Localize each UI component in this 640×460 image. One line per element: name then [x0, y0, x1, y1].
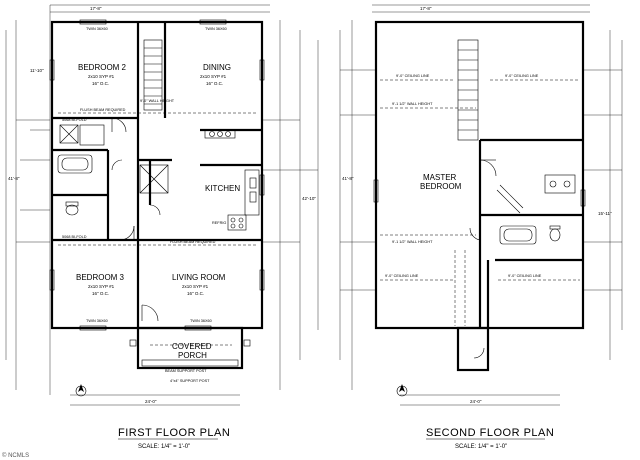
bedroom-3-spacing: 16" O.C.: [92, 291, 109, 296]
dimension-left: 41'-8": [8, 176, 20, 181]
window-note-4: TWIN 36X60: [190, 319, 212, 323]
dimension-right: 42'-10": [302, 196, 316, 201]
flush-beam-note-mid: FLUSH BEAM REQUIRED: [170, 240, 216, 244]
dining-spacing: 16" O.C.: [206, 81, 223, 86]
ceiling-line-note-1: 9'-0" CEILING LINE: [396, 74, 430, 78]
bedroom-2-label: BEDROOM 2: [78, 63, 127, 72]
second-dimension-bottom: 24'-0": [470, 399, 482, 404]
second-floor-windows: [373, 179, 586, 207]
master-bedroom-label-2: BEDROOM: [420, 182, 462, 191]
beam-support-note: BEAM SUPPORT POST: [165, 369, 207, 373]
first-floor-dimension-lines: [5, 4, 319, 406]
north-arrow-icon: [396, 384, 408, 397]
master-bath-fixtures: [496, 174, 576, 245]
flush-beam-note-top: FLUSH BEAM REQUIRED: [80, 108, 126, 112]
bifold-note-2: 5068 BI-FOLD: [62, 235, 87, 239]
wall-height-note-1: 9'-1 1/2" WALL HEIGHT: [392, 102, 433, 106]
covered-porch-label-1: COVERED: [172, 342, 212, 351]
first-floor-plan: BEDROOM 2 2x10 SYP #1 16" O.C. DINING 2x…: [5, 4, 319, 450]
living-room-spacing: 16" O.C.: [187, 291, 204, 296]
second-floor-dimension-lines: [339, 4, 623, 406]
second-floor-stairs: [457, 39, 479, 141]
porch-outline: [136, 326, 244, 370]
second-dimension-right: 15'-11": [598, 211, 612, 216]
kitchen-label: KITCHEN: [205, 184, 240, 193]
bedroom-2-joist: 2x10 SYP #1: [88, 74, 115, 79]
dimension-bedroom2: 11'-10": [30, 68, 44, 73]
dining-label: DINING: [203, 63, 231, 72]
second-floor-doors: [469, 159, 497, 359]
kitchen-cabinets: [139, 129, 260, 231]
refrigerator-note: REFRIG: [212, 221, 226, 225]
north-arrow-icon: [75, 384, 87, 397]
ceiling-line-note-2: 9'-0" CEILING LINE: [505, 74, 539, 78]
second-floor-interior-walls: [478, 138, 583, 328]
first-floor-windows: [49, 19, 265, 331]
living-room-joist: 2x10 SYP #1: [182, 284, 209, 289]
ceiling-line-note-3: 9'-0" CEILING LINE: [385, 274, 419, 278]
second-floor-plan: MASTER BEDROOM 9'-0" CEILING LINE 9'-0" …: [339, 4, 623, 450]
bedroom-3-label: BEDROOM 3: [76, 273, 125, 282]
master-bedroom-label-1: MASTER: [423, 173, 457, 182]
dimension-bottom: 24'-0": [145, 399, 157, 404]
dimension-top: 17'-8": [90, 6, 102, 11]
first-floor-interior-walls: [52, 22, 262, 328]
bedroom-2-spacing: 16" O.C.: [92, 81, 109, 86]
first-floor-doors: [111, 117, 161, 322]
wall-height-note: 9'-0" WALL HEIGHT: [140, 99, 175, 103]
support-post-note: 4"x4" SUPPORT POST: [170, 379, 210, 383]
second-dimension-left: 41'-8": [342, 176, 354, 181]
ceiling-line-note-4: 9'-0" CEILING LINE: [508, 274, 542, 278]
dining-joist: 2x10 SYP #1: [200, 74, 227, 79]
second-floor-title: SECOND FLOOR PLAN: [426, 427, 554, 439]
bifold-note-1: 5068 BI-FOLD: [62, 118, 87, 122]
window-note-1: TWIN 36X60: [86, 27, 108, 31]
first-floor-title: FIRST FLOOR PLAN: [118, 427, 230, 439]
covered-porch-label-2: PORCH: [178, 351, 207, 360]
window-note-2: TWIN 36X60: [205, 27, 227, 31]
first-floor-bath-fixtures: [57, 124, 105, 216]
wall-height-note-2: 9'-1 1/2" WALL HEIGHT: [392, 240, 433, 244]
living-room-label: LIVING ROOM: [172, 273, 226, 282]
watermark: © NCMLS: [2, 452, 29, 459]
first-floor-stairs: [143, 39, 163, 111]
bedroom-3-joist: 2x10 SYP #1: [88, 284, 115, 289]
second-floor-scale: SCALE: 1/4" = 1'-0": [455, 444, 507, 450]
window-note-3: TWIN 36X60: [86, 319, 108, 323]
second-floor-landing: [456, 326, 490, 372]
first-floor-scale: SCALE: 1/4" = 1'-0": [138, 444, 190, 450]
second-dimension-top: 17'-8": [420, 6, 432, 11]
